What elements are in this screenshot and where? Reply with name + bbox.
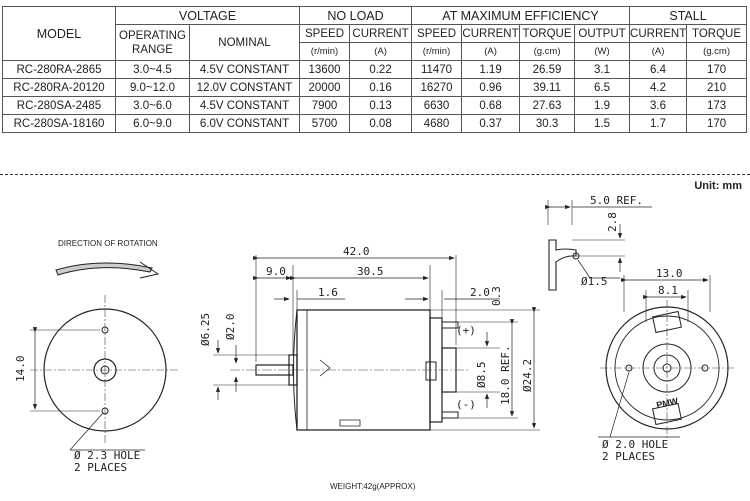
cell-value: 173 [686, 96, 748, 115]
cell-value: 4680 [411, 114, 463, 133]
cell-value: 0.68 [461, 96, 521, 115]
terminal-detail: 5.0 REF. 2.8 Ø1.5 [545, 194, 652, 291]
unit-label: Unit: mm [694, 180, 742, 192]
cell-value: 1.5 [574, 114, 631, 133]
header-me-output: OUTPUT [574, 24, 631, 43]
dim-6-25: Ø6.25 [199, 313, 212, 346]
header-nominal: NOMINAL [188, 24, 301, 61]
header-operating-range: OPERATING RANGE [115, 24, 190, 61]
cell-value: 5700 [299, 114, 351, 133]
cell-value: 1.7 [629, 114, 688, 133]
dim-30-5: 30.5 [357, 265, 384, 278]
header-stall: STALL [629, 6, 748, 25]
cell-value: 0.37 [461, 114, 521, 133]
hole-left-label: Ø 2.3 HOLE [74, 449, 140, 462]
cell-value: 30.3 [519, 114, 576, 133]
dim-2-8: 2.8 [606, 212, 619, 232]
cell-value: 39.11 [519, 78, 576, 97]
header-me-current: CURRENT [461, 24, 521, 43]
direction-label: DIRECTION OF ROTATION [58, 239, 158, 248]
cell-range: 6.0~9.0 [115, 114, 190, 133]
hole-right-label: Ø 2.0 HOLE [602, 438, 668, 451]
dim-5-ref: 5.0 REF. [590, 194, 643, 207]
cell-value: 0.22 [349, 60, 413, 79]
cell-value: 1.19 [461, 60, 521, 79]
hole-right-places: 2 PLACES [602, 450, 655, 463]
cell-value: 27.63 [519, 96, 576, 115]
cell-value: 170 [686, 60, 748, 79]
spec-table: MODEL VOLTAGE NO LOAD AT MAXIMUM EFFICIE… [2, 6, 748, 133]
cell-range: 9.0~12.0 [115, 78, 190, 97]
terminal-plus-label: (+) [456, 324, 476, 337]
section-divider [0, 174, 750, 175]
header-voltage: VOLTAGE [114, 6, 301, 25]
arrow-head-icon [139, 261, 160, 279]
table-row: RC-280SA-18160 6.0~9.0 6.0V CONSTANT 570… [2, 114, 748, 133]
dim-18-ref: 18.0 REF. [499, 345, 512, 405]
header-nl-current: CURRENT [349, 24, 413, 43]
header-no-load: NO LOAD [299, 6, 413, 25]
left-end-view: 14.0 Ø 2.3 HOLE 2 PLACES [14, 295, 180, 474]
motor-side-view: (+) (-) 42.0 9.0 30.5 1.6 2.0 0.3 Ø6.25 … [199, 245, 540, 491]
dim-2: 2.0 [470, 286, 490, 299]
rotation-arrow-icon [55, 262, 153, 276]
dim-9: 9.0 [266, 265, 286, 278]
cell-range: 3.0~4.5 [115, 60, 190, 79]
dim-13: 13.0 [656, 267, 683, 280]
hole-left-places: 2 PLACES [74, 461, 127, 474]
dim-42: 42.0 [343, 245, 370, 258]
dim-24-2: Ø24.2 [521, 359, 534, 392]
dim-14: 14.0 [14, 356, 27, 383]
terminal-minus-label: (-) [456, 398, 476, 411]
header-me-torque: TORQUE [519, 24, 576, 43]
cell-value: 26.59 [519, 60, 576, 79]
header-model: MODEL [2, 6, 116, 61]
dim-8-5: Ø8.5 [475, 362, 488, 389]
header-st-torque: TORQUE [686, 24, 748, 43]
cell-model: RC-280SA-18160 [2, 114, 116, 133]
dim-0-3: 0.3 [490, 286, 503, 306]
dim-8-1: 8.1 [658, 284, 678, 297]
cell-range: 3.0~6.0 [115, 96, 190, 115]
dim-1-6: 1.6 [318, 286, 338, 299]
dim-2-0-shaft: Ø2.0 [224, 314, 237, 341]
cell-value: 6630 [411, 96, 463, 115]
cell-value: 170 [686, 114, 748, 133]
weight-label: WEIGHT:42g(APPROX) [330, 482, 416, 491]
right-end-view: PMW 13.0 8.1 Ø 2.0 HOLE 2 PLACES [598, 267, 735, 463]
header-me-speed: SPEED [411, 24, 463, 43]
brand-logo: PMW [655, 396, 679, 410]
cell-nominal: 6.0V CONSTANT [188, 114, 301, 133]
cell-value: 0.08 [349, 114, 413, 133]
header-st-current: CURRENT [629, 24, 688, 43]
dim-1-5: Ø1.5 [581, 275, 608, 288]
